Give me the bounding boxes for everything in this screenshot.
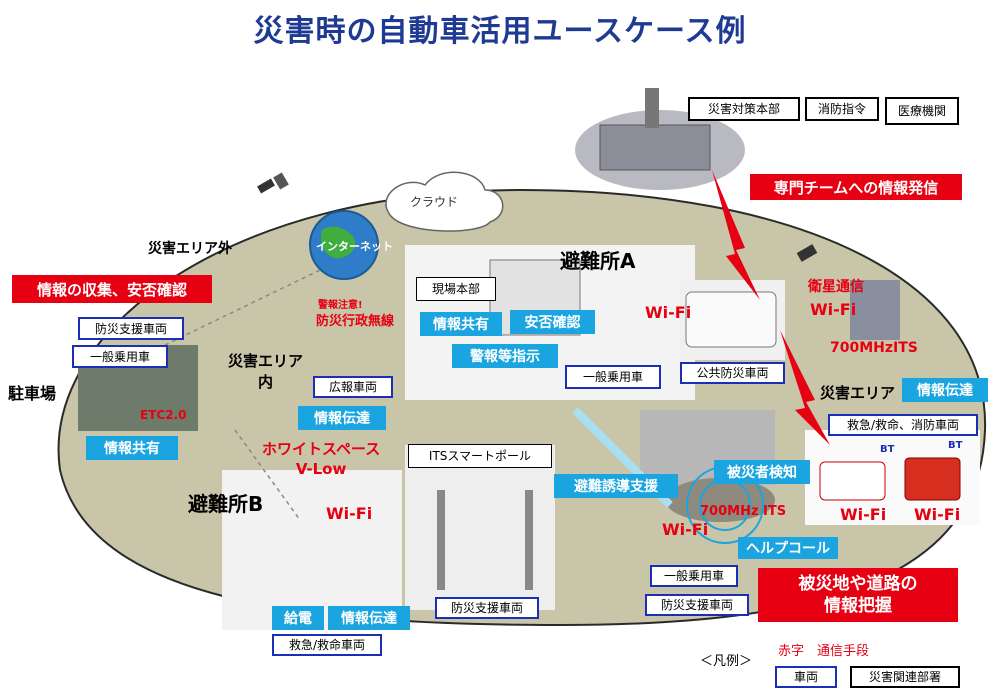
bus-body [685,291,777,348]
globe-land [321,226,356,259]
hq-tower [645,88,659,128]
redbox-collect: 情報の収集、安否確認 [12,275,212,303]
cyan-share-left: 情報共有 [86,436,178,460]
hq-building [599,124,711,171]
red-keiho: 警報注意! [318,300,363,311]
legend-red: 赤字 通信手段 [778,644,870,659]
lightning-bolt-expert [712,170,760,300]
veh-kyukyu-b: 救急/救命車両 [272,634,382,656]
red-bousai-radio: 防災行政無線 [316,314,395,329]
ambulance [819,461,886,501]
satellite-right [796,244,818,262]
cyan-relay-b: 情報伝達 [328,606,410,630]
legend-caption: ＜凡例＞ [700,654,753,669]
internet-label: インターネット [316,240,393,253]
veh-bousai-b: 防災支援車両 [435,597,539,619]
its-pole-1 [437,490,445,590]
cyan-power: 給電 [272,606,324,630]
cyan-safety: 安否確認 [510,310,595,334]
red-satellite: 衛星通信 [808,279,864,295]
red-wifi-sat: Wi-Fi [810,300,857,319]
cloud-shape [385,171,504,232]
veh-ippan-bottom: 一般乗用車 [650,565,738,587]
red-its700-bottom: 700MHz ITS [700,504,787,519]
red-bt2: BT [948,440,963,451]
shelter-b-photo [222,470,402,630]
lightning-bolt-right [780,330,830,445]
label-genba: 現場本部 [416,277,496,301]
red-wifi-bottom: Wi-Fi [662,520,709,539]
dashed-link-down [234,429,301,521]
zone-parking: 駐車場 [8,384,57,403]
red-its700-right: 700MHzITS [830,340,918,356]
dept-disaster-hq: 災害対策本部 [688,97,800,121]
fire-truck [904,457,961,501]
cyan-relay-right: 情報伝達 [902,378,988,402]
page-title: 災害時の自動車活用ユースケース例 [253,14,747,49]
redbox-grasp: 被災地や道路の 情報把握 [758,568,958,622]
cyan-warning: 警報等指示 [452,344,558,368]
red-whitespace: ホワイトスペース V-Low [262,440,381,478]
veh-kouei: 公共防災車両 [680,362,785,384]
cloud-label: クラウド [410,195,459,209]
rubble-area [665,478,775,522]
red-wifi-b: Wi-Fi [326,504,373,523]
its-pole-2 [525,490,533,590]
red-wifi-amb: Wi-Fi [840,505,887,524]
zone-inside: 災害エリア 内 [228,352,304,391]
red-wifi-fire: Wi-Fi [914,505,961,524]
cyan-detect: 被災者検知 [714,460,810,484]
legend-dept: 災害関連部署 [850,666,960,688]
veh-bousai-left: 防災支援車両 [78,317,184,340]
label-its-pole: ITSスマートポール [408,444,552,468]
cyan-evac: 避難誘導支援 [554,474,678,498]
tower-antenna [850,280,900,340]
veh-ippan-left: 一般乗用車 [72,345,168,368]
redbox-expert: 専門チームへの情報発信 [750,174,962,200]
dept-fire-command: 消防指令 [805,97,879,121]
dept-medical: 医療機関 [885,97,959,125]
zone-shelter-a: 避難所A [560,249,636,273]
cyan-share-a: 情報共有 [420,312,502,336]
cyan-relay-left: 情報伝達 [298,406,386,430]
zone-right: 災害エリア [820,384,896,402]
veh-kyukyu-right: 救急/救命、消防車両 [828,414,978,436]
zone-outside: 災害エリア外 [148,241,232,257]
veh-ippan-a: 一般乗用車 [565,365,661,389]
satellite-left [257,172,289,194]
zone-shelter-b: 避難所B [188,492,264,516]
red-wifi-a: Wi-Fi [645,303,692,322]
legend-vehicle: 車両 [775,666,837,688]
red-etc: ETC2.0 [140,408,187,422]
cyan-help: ヘルプコール [738,537,838,559]
veh-kouhou: 広報車両 [313,376,393,398]
veh-bousai-bottom: 防災支援車両 [645,594,749,616]
red-bt1: BT [880,444,895,455]
